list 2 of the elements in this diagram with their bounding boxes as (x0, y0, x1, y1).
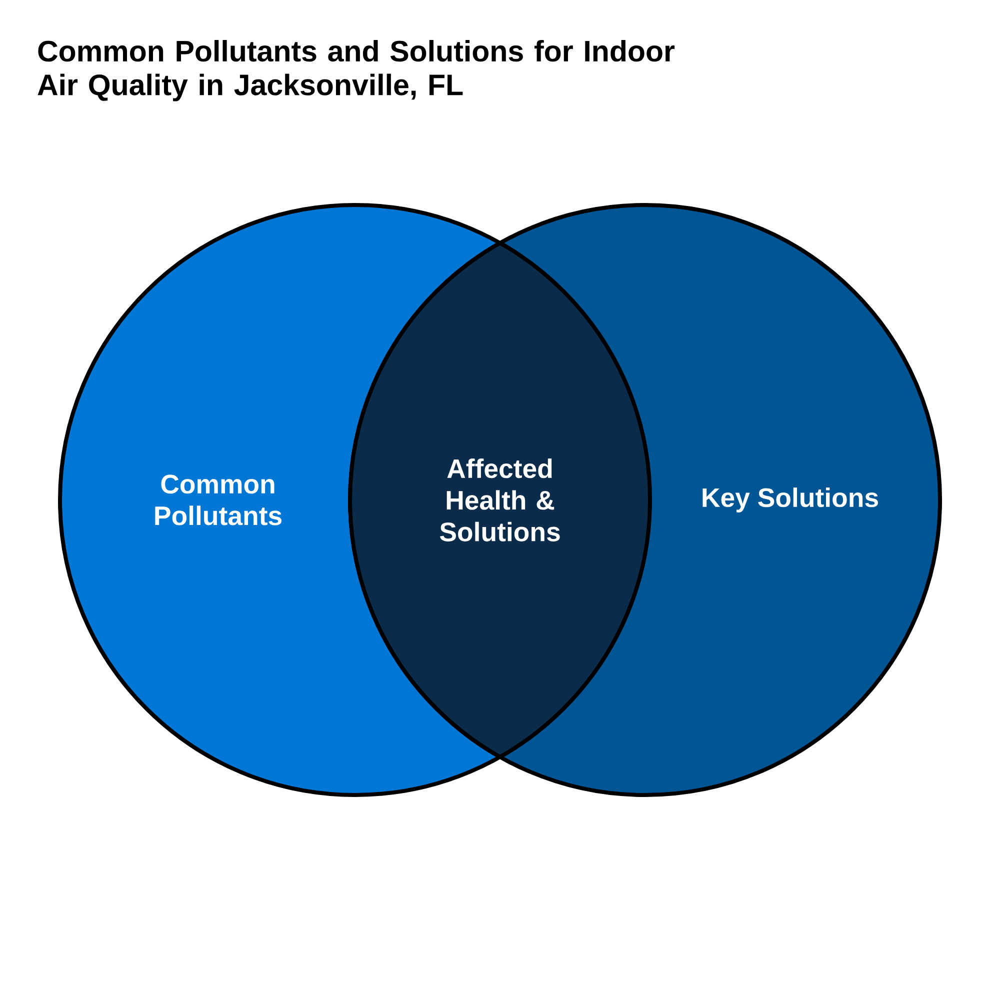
title: Common Pollutants and Solutions for Indoor Air Quality in Jacksonville, FL (38, 40, 675, 102)
venn-overlap: Affected Health & Solutions (350, 204, 652, 795)
